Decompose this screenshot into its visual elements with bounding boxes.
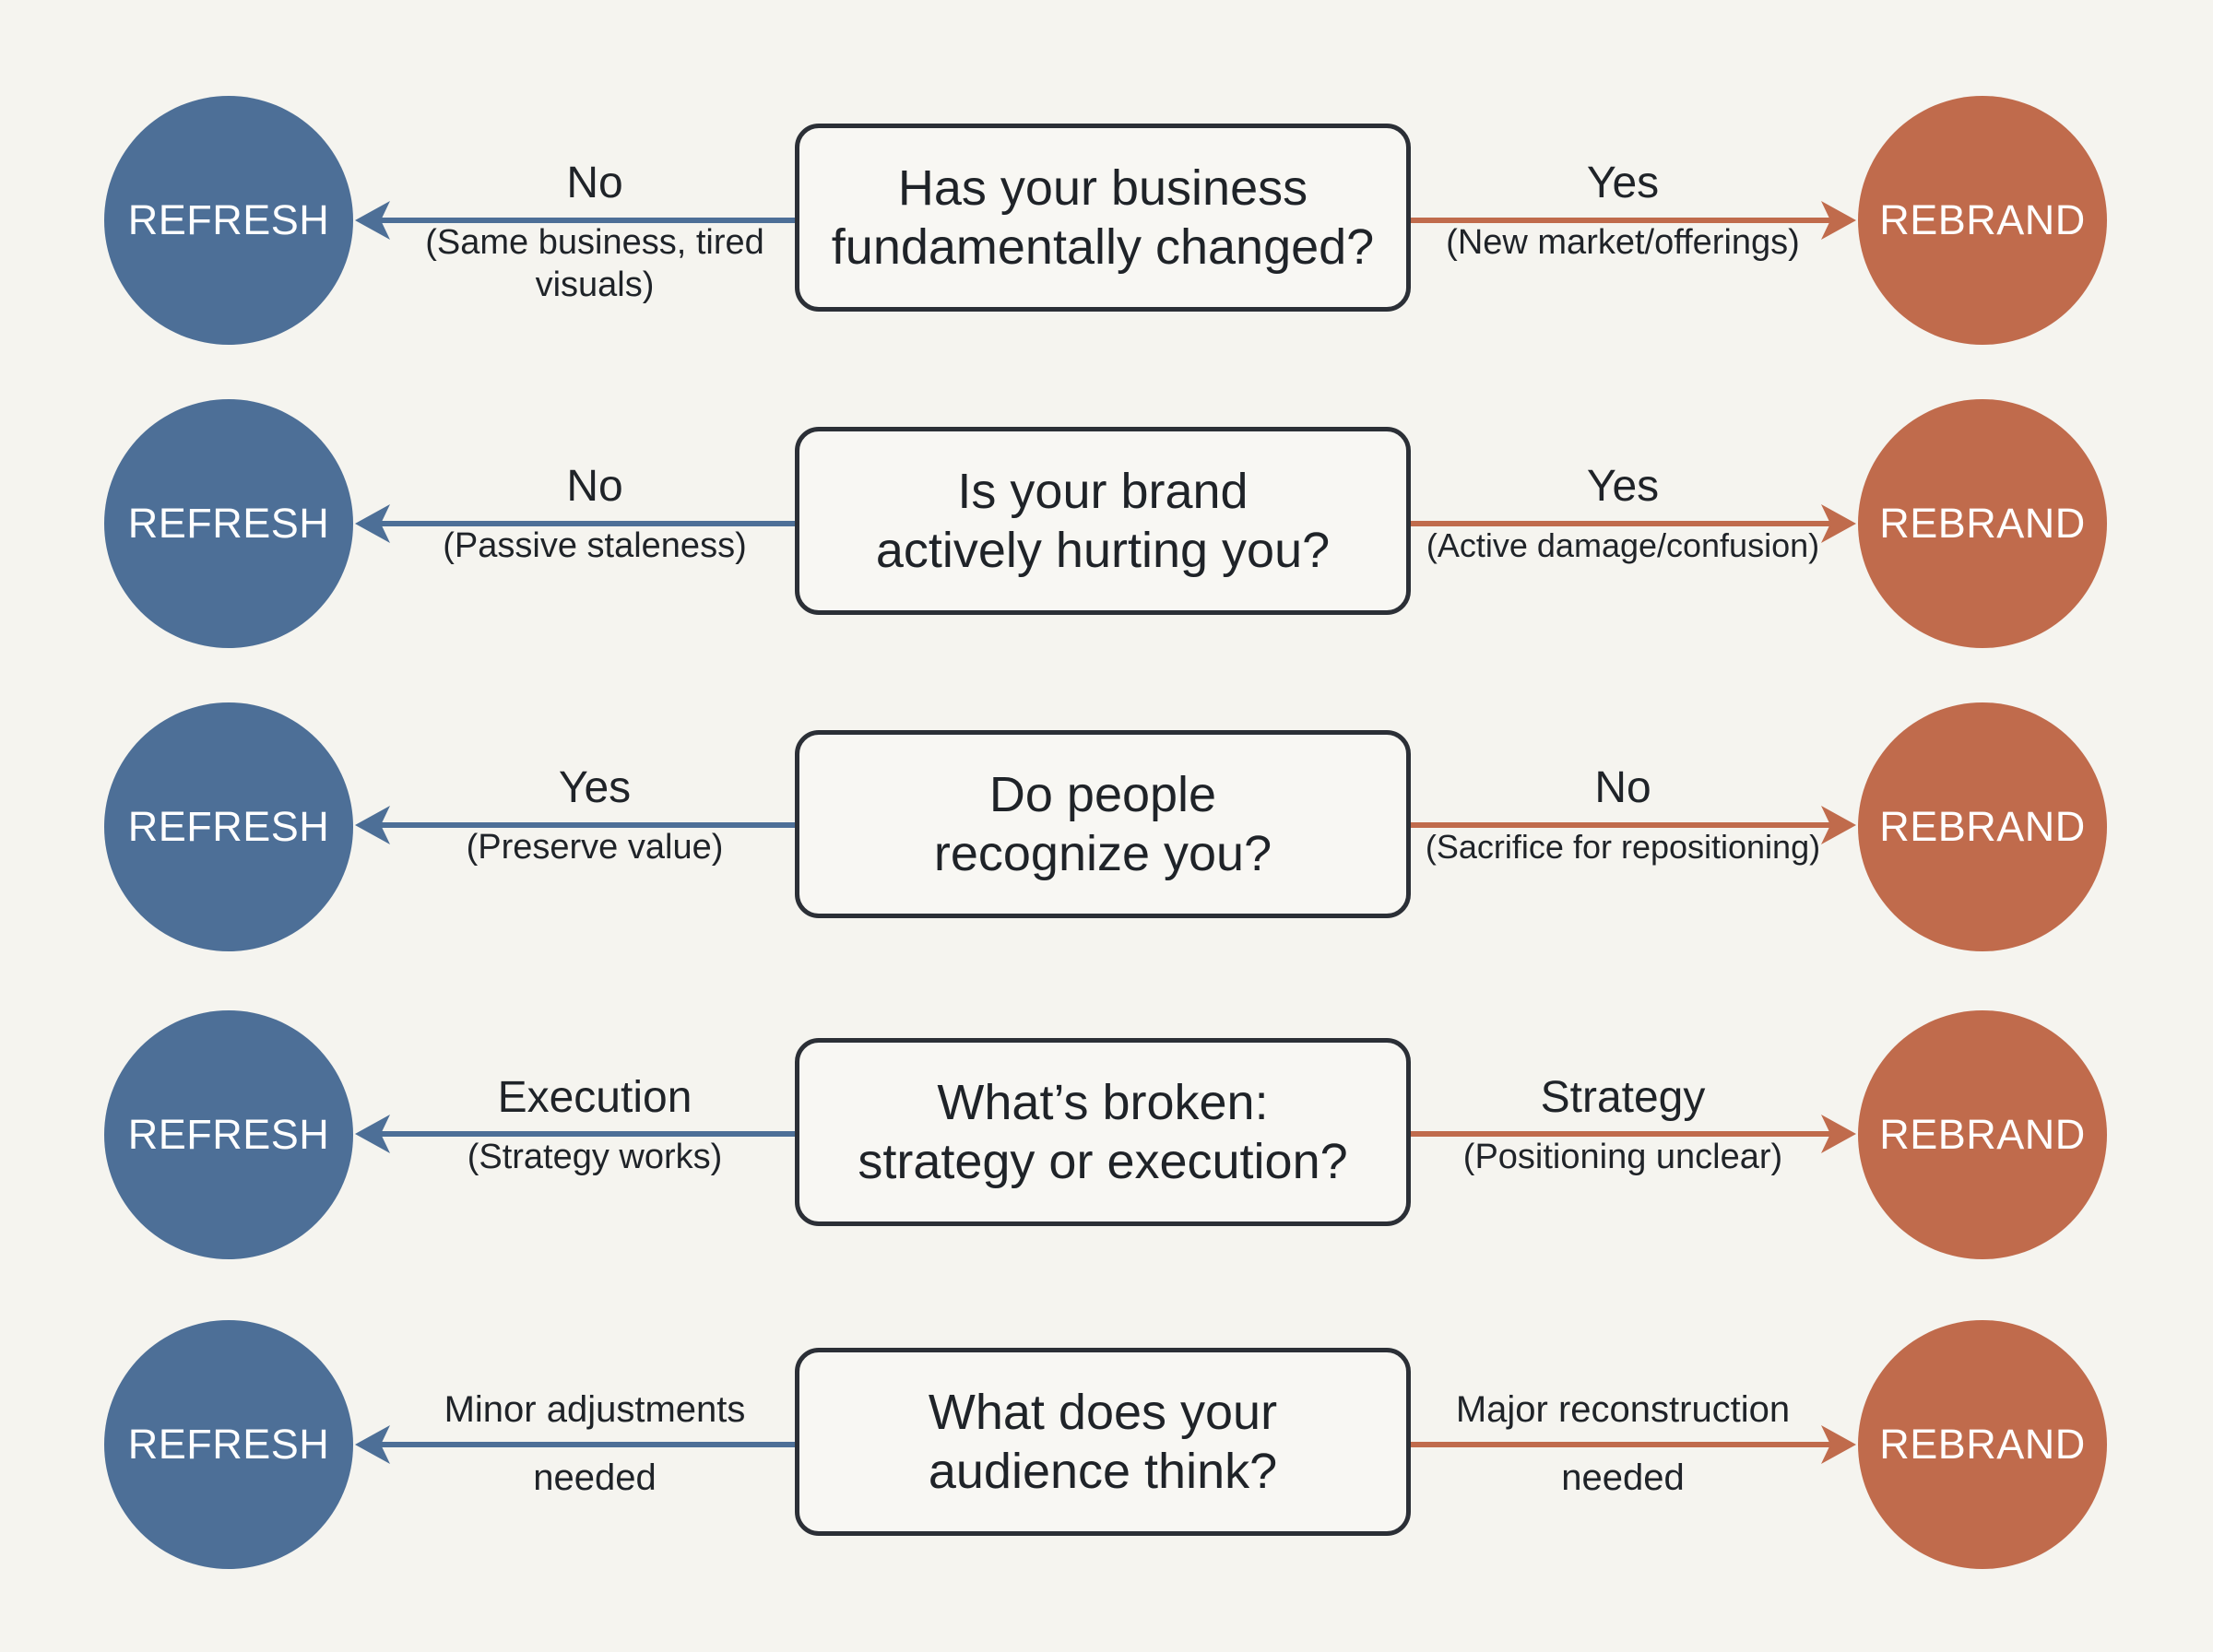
arrow-head-refresh [355,504,390,543]
rebrand-outcome-circle: REBRAND [1858,96,2107,345]
question-line-2: audience think? [928,1444,1278,1499]
answer-detail: needed [1561,1457,1685,1498]
arrow-head-rebrand [1821,201,1856,240]
answer-text: Major reconstruction [1455,1389,1791,1430]
question-line-1: What’s broken: [937,1075,1269,1130]
answer-detail: (Sacrifice for repositioning) [1425,828,1821,866]
row-arrows [355,1425,1856,1464]
answer-text: No [566,462,623,511]
question-box: Is your brand actively hurting you? [795,427,1411,615]
refresh-outcome-circle: REFRESH [104,702,353,951]
rebrand-answer-label: Yes (Active damage/confusion) [1420,460,1826,567]
question-line-2: actively hurting you? [875,523,1331,578]
question-line-1: Do people [988,767,1217,822]
arrow-head-refresh [355,1115,390,1153]
answer-text: No [1594,763,1651,812]
question-line-1: Has your business [897,160,1308,216]
arrow-head-rebrand [1821,1425,1856,1464]
answer-detail: (Active damage/confusion) [1426,526,1820,564]
rebrand-answer-label: Yes (New market/offerings) [1420,157,1826,264]
question-box: Do people recognize you? [795,730,1411,918]
answer-text: Strategy [1540,1073,1706,1122]
refresh-answer-label: No (Passive staleness) [406,460,784,567]
answer-detail: (Same business, tired visuals) [425,223,764,304]
decision-row-2: REFRESH REBRAND Is your brand actively h… [0,399,2213,650]
refresh-answer-label: Minor adjustments needed [406,1388,784,1499]
arrow-head-rebrand [1821,806,1856,844]
answer-text: No [566,159,623,207]
decision-row-5: REFRESH REBRAND What does your audience … [0,1320,2213,1571]
answer-text: Execution [497,1073,692,1122]
answer-detail: (Passive staleness) [443,526,747,565]
row-arrows [355,1115,1856,1153]
answer-detail: (Preserve value) [466,828,724,867]
row-arrows [355,806,1856,844]
rebrand-outcome-circle: REBRAND [1858,1010,2107,1259]
question-line-1: What does your [928,1385,1278,1440]
refresh-outcome-circle: REFRESH [104,1010,353,1259]
refresh-answer-label: Execution (Strategy works) [406,1071,784,1178]
question-line-2: fundamentally changed? [831,219,1375,275]
arrow-head-refresh [355,1425,390,1464]
question-line-2: recognize you? [933,826,1272,881]
decision-row-4: REFRESH REBRAND What’s broken: strategy … [0,1010,2213,1261]
question-box: What does your audience think? [795,1348,1411,1536]
arrow-head-rebrand [1821,1115,1856,1153]
row-arrows [355,201,1856,240]
answer-detail: (Positioning unclear) [1462,1138,1783,1176]
rebrand-answer-label: Strategy (Positioning unclear) [1420,1071,1826,1178]
arrow-head-rebrand [1821,504,1856,543]
arrow-head-refresh [355,806,390,844]
question-line-1: Is your brand [957,464,1249,519]
decision-row-3: REFRESH REBRAND Do people recognize you?… [0,702,2213,953]
refresh-answer-label: No (Same business, tired visuals) [406,157,784,306]
rebrand-outcome-circle: REBRAND [1858,1320,2107,1569]
question-box: Has your business fundamentally changed? [795,124,1411,312]
row-arrows [355,504,1856,543]
decision-row-1: REFRESH REBRAND Has your business fundam… [0,96,2213,347]
answer-text: Yes [558,763,632,812]
question-box: What’s broken: strategy or execution? [795,1038,1411,1226]
question-line-2: strategy or execution? [858,1134,1348,1189]
answer-text: Yes [1586,159,1660,207]
rebrand-answer-label: Major reconstruction needed [1420,1388,1826,1499]
answer-detail: (New market/offerings) [1446,223,1800,262]
refresh-outcome-circle: REFRESH [104,96,353,345]
rebrand-outcome-circle: REBRAND [1858,399,2107,648]
rebrand-outcome-circle: REBRAND [1858,702,2107,951]
rebrand-answer-label: No (Sacrifice for repositioning) [1420,761,1826,868]
answer-text: Minor adjustments [444,1389,746,1430]
refresh-outcome-circle: REFRESH [104,1320,353,1569]
answer-detail: (Strategy works) [467,1138,723,1176]
arrow-head-refresh [355,201,390,240]
answer-text: Yes [1586,462,1660,511]
answer-detail: needed [533,1457,657,1498]
refresh-answer-label: Yes (Preserve value) [406,761,784,868]
refresh-outcome-circle: REFRESH [104,399,353,648]
